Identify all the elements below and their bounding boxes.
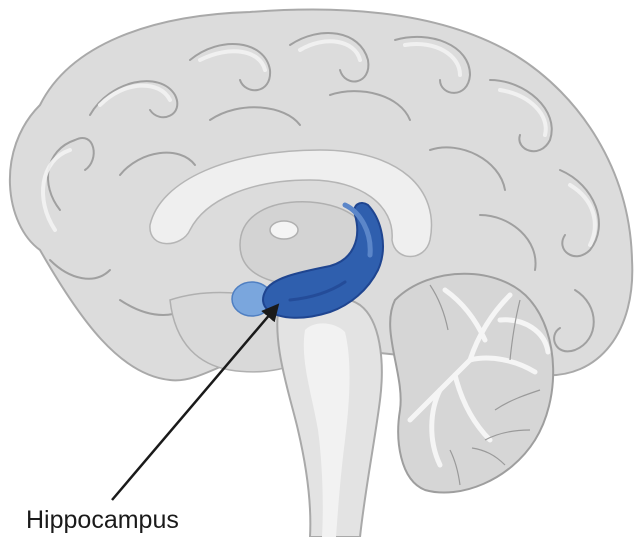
gyri-highlights xyxy=(41,39,597,247)
hippocampus-shade xyxy=(288,280,347,302)
arbor-vitae xyxy=(407,287,551,468)
corpus-callosum xyxy=(149,149,433,258)
cerebellum-folia xyxy=(429,284,541,486)
hippocampus-highlight xyxy=(342,202,373,258)
arrow-pointer-icon xyxy=(111,303,280,501)
cerebellum xyxy=(389,272,555,494)
brainstem-center xyxy=(303,323,350,537)
hippocampus-label: Hippocampus xyxy=(26,506,179,534)
interthalamic-adhesion xyxy=(269,220,299,240)
